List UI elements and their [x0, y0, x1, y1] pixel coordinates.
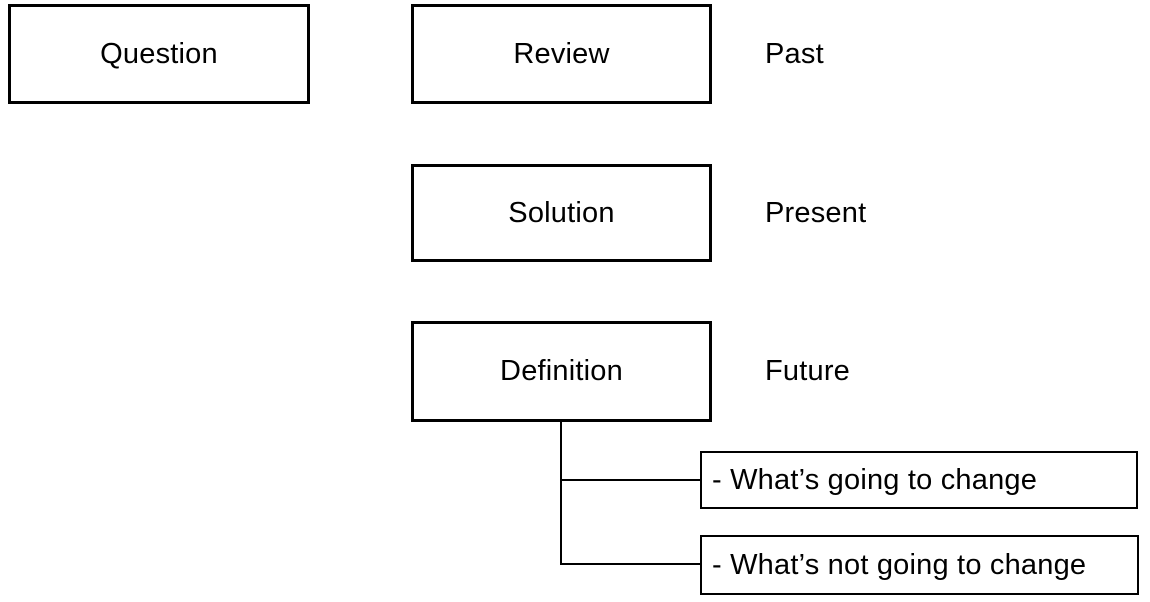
future-label-text: Future: [765, 355, 851, 387]
review-box: Review: [411, 4, 712, 104]
solution-box: Solution: [411, 164, 712, 262]
question-box-label: Question: [100, 37, 218, 70]
present-label-text: Present: [765, 196, 867, 229]
definition-box-label: Definition: [500, 355, 623, 387]
future-label: Future: [765, 321, 850, 422]
whats-not-going-to-change-box: - What’s not going to change: [700, 535, 1139, 595]
definition-box: Definition: [411, 321, 712, 422]
past-label-text: Past: [765, 37, 824, 70]
question-box: Question: [8, 4, 310, 104]
past-label: Past: [765, 4, 824, 104]
whats-not-going-to-change-label: - What’s not going to change: [712, 548, 1087, 581]
whats-going-to-change-box: - What’s going to change: [700, 451, 1138, 509]
review-box-label: Review: [513, 37, 610, 70]
present-label: Present: [765, 164, 866, 262]
connector-vertical-line: [560, 422, 562, 565]
connector-branch-top: [561, 479, 700, 481]
whats-going-to-change-label: - What’s going to change: [712, 463, 1038, 496]
connector-branch-bottom: [561, 563, 700, 565]
solution-box-label: Solution: [508, 196, 615, 229]
